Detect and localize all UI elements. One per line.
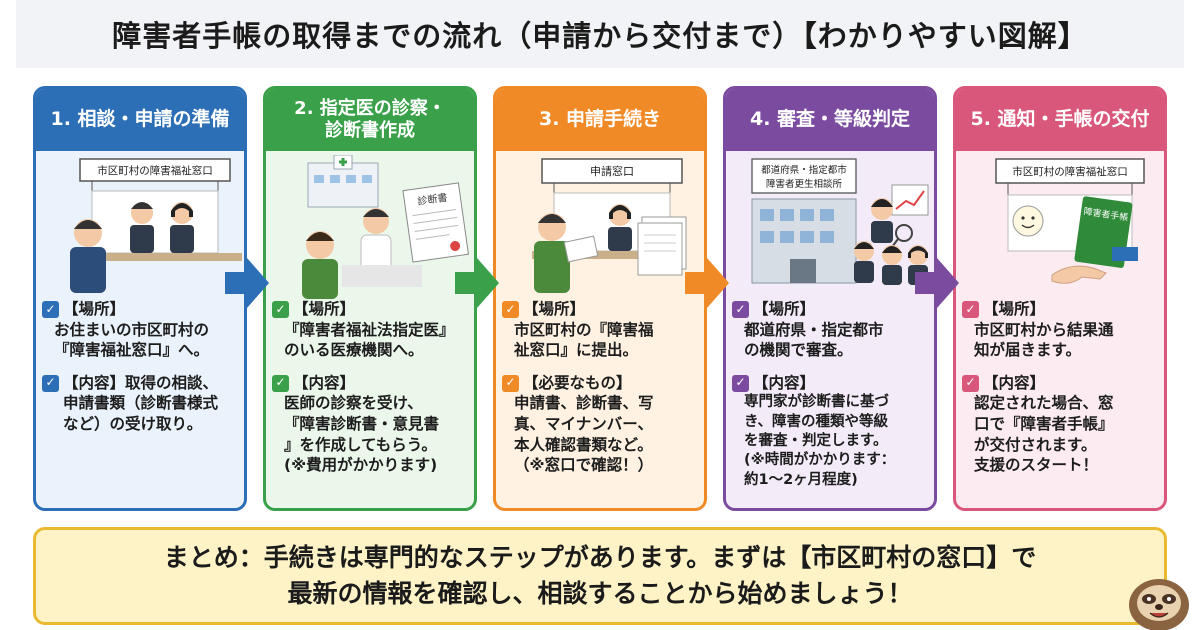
step-heading-2: 2. 指定医の診察・ 診断書作成 <box>266 89 474 151</box>
checkbox-check-icon: ✓ <box>272 301 289 318</box>
checkbox-check-icon: ✓ <box>962 301 979 318</box>
counter-sign: 市区町村の障害福祉窓口 <box>97 164 213 177</box>
step-card-3: 3. 申請手続き 申請窓口 ✓【場所】 市区町村の『障害福 祉窓口』に提出。 ✓… <box>493 86 707 511</box>
content-label: 【内容】 <box>983 373 1046 392</box>
consultation-counter-illustration: 市区町村の障害福祉窓口 <box>70 158 242 293</box>
place-label: 【場所】 <box>753 300 816 318</box>
summary-box: まとめ：手続きは専門的なステップがあります。まずは【市区町村の窓口】で 最新の情… <box>33 527 1167 625</box>
place-text: 市区町村の『障害福 祉窓口』に提出。 <box>514 320 654 360</box>
step-heading-5: 5. 通知・手帳の交付 <box>956 89 1164 151</box>
arrow-right-icon <box>455 258 499 308</box>
step-card-2: 2. 指定医の診察・ 診断書作成 診断書 ✓【場所】 『障害者福祉法指定医』 の… <box>263 86 477 511</box>
place-label: 【場所】 <box>293 300 356 318</box>
handbook-issue-illustration: 市区町村の障害福祉窓口 障害者手帳 <box>995 158 1145 284</box>
place-text: お住まいの市区町村の 『障害福祉窓口』へ。 <box>54 320 210 360</box>
content-label: 【内容】 <box>753 373 816 392</box>
place-label: 【場所】 <box>63 300 126 318</box>
place-label: 【場所】 <box>523 300 586 318</box>
content-label: 【内容】 <box>63 373 126 392</box>
step-card-1: 1. 相談・申請の準備 市区町村の障害福祉窓口 ✓【場所】 お住まいの市区町村の… <box>33 86 247 511</box>
place-text: 『障害者福祉法指定医』 のいる医療機関へ。 <box>284 320 455 360</box>
content-text: 取得の相談、 申請書類（診断書様式 など）の受け取り。 <box>63 373 219 434</box>
content-text: 認定された場合、窓 口で『障害者手帳』 が交付されます。 支援のスタート！ <box>974 394 1114 475</box>
content-text: 医師の診察を受け、 『障害診断書・意見書 』を作成してもらう。 (※費用がかかり… <box>284 394 440 475</box>
review-office-illustration: 都道府県・指定都市 障害者更生相談所 <box>751 158 929 285</box>
place-text: 市区町村から結果通 知が届きます。 <box>974 320 1114 360</box>
step-heading-3: 3. 申請手続き <box>496 89 704 151</box>
office-sign-line1: 都道府県・指定都市 <box>761 164 847 176</box>
checkbox-check-icon: ✓ <box>272 374 289 392</box>
checkbox-check-icon: ✓ <box>42 374 59 392</box>
step-heading-1: 1. 相談・申請の準備 <box>36 89 244 151</box>
content-text: 申請書、診断書、写 真、マイナンバー、 本人確認書類など。 （※窓口で確認！） <box>514 394 654 475</box>
checkbox-check-icon: ✓ <box>502 374 519 392</box>
content-text: 専門家が診断書に基づ き、障害の種類や等級 を審査・判定します。 (※時間がかか… <box>744 394 896 488</box>
doctor-examination-illustration: 診断書 <box>302 155 469 299</box>
arrow-right-icon <box>915 258 959 308</box>
content-label: 【内容】 <box>293 373 356 392</box>
step-card-5: 5. 通知・手帳の交付 市区町村の障害福祉窓口 障害者手帳 ✓【場所】 市区町村… <box>953 86 1167 511</box>
summary-line-2: 最新の情報を確認し、相談することから始めましょう！ <box>287 579 913 608</box>
diagnosis-document-label: 診断書 <box>417 191 449 208</box>
checkbox-check-icon: ✓ <box>502 301 519 318</box>
office-sign-line2: 障害者更生相談所 <box>766 178 843 190</box>
page-title: 障害者手帳の取得までの流れ（申請から交付まで）【わかりやすい図解】 <box>112 19 1088 53</box>
application-counter-illustration: 申請窓口 <box>532 158 687 293</box>
step-card-4: 4. 審査・等級判定 都道府県・指定都市 障害者更生相談所 ✓【場所】 <box>723 86 937 511</box>
checkbox-check-icon: ✓ <box>732 301 749 318</box>
arrow-right-icon <box>685 258 729 308</box>
step-heading-4: 4. 審査・等級判定 <box>726 89 934 151</box>
checkbox-check-icon: ✓ <box>962 374 979 392</box>
title-bar: 障害者手帳の取得までの流れ（申請から交付まで）【わかりやすい図解】 <box>16 0 1184 68</box>
arrow-right-icon <box>225 258 269 308</box>
place-label: 【場所】 <box>983 300 1046 318</box>
summary-line-1: まとめ：手続きは専門的なステップがあります。まずは【市区町村の窓口】で <box>163 542 1037 572</box>
checkbox-check-icon: ✓ <box>732 374 749 392</box>
counter-sign: 市区町村の障害福祉窓口 <box>1012 165 1128 178</box>
sloth-mascot-icon <box>1129 579 1189 630</box>
counter-sign: 申請窓口 <box>590 164 634 178</box>
place-text: 都道府県・指定都市 の機関で審査。 <box>744 320 884 360</box>
content-label: 【必要なもの】 <box>523 373 632 392</box>
checkbox-check-icon: ✓ <box>42 301 59 318</box>
